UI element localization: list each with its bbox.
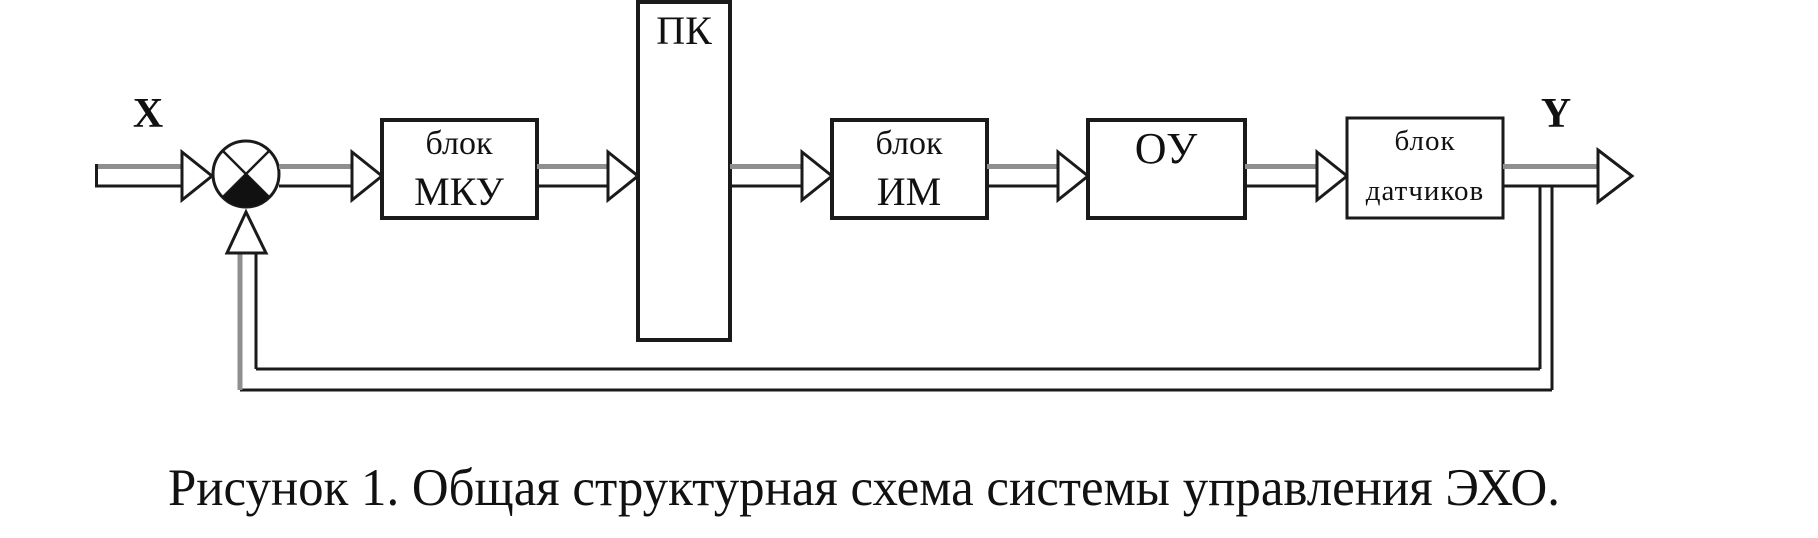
summing-junction <box>211 139 281 209</box>
block-sensors-label-line1: блок <box>1394 125 1455 157</box>
arrow-mku-to-pk <box>537 148 641 204</box>
arrow-head <box>1596 146 1635 206</box>
block-ou: ОУ <box>1086 118 1247 220</box>
block-im: блок ИМ <box>830 118 989 220</box>
block-mku-label-line2: МКУ <box>414 169 504 214</box>
feedback-arrow-head <box>224 208 269 255</box>
block-ou-box <box>1086 118 1247 220</box>
arrow-head <box>800 148 835 204</box>
block-im-box <box>830 118 989 220</box>
block-sensors: блок датчиков <box>1345 116 1505 220</box>
input-signal-label: X <box>133 91 163 137</box>
arrow-im-to-ou <box>987 148 1091 204</box>
input-arrow <box>95 148 215 204</box>
block-sensors-label-line2: датчиков <box>1366 175 1484 207</box>
arrow-head <box>1056 148 1091 204</box>
block-ou-label: ОУ <box>1135 124 1199 173</box>
feedback-path <box>224 186 1554 392</box>
figure-caption: Рисунок 1. Общая структурная схема систе… <box>168 459 1560 517</box>
block-pk: ПК <box>636 0 732 342</box>
arrow-head <box>180 148 215 204</box>
arrow-head <box>606 148 641 204</box>
block-sensors-box <box>1345 116 1505 220</box>
arrow-head <box>1315 148 1350 204</box>
arrow-head <box>350 148 385 204</box>
output-signal-label: Y <box>1541 91 1571 137</box>
block-pk-box <box>636 0 732 342</box>
summing-junction-filled-quadrant <box>222 174 270 207</box>
block-mku-box <box>380 118 539 220</box>
block-im-label-line2: ИМ <box>877 169 941 214</box>
arrow-sum-to-mku <box>279 148 385 204</box>
block-pk-label: ПК <box>656 8 712 53</box>
block-mku: блок МКУ <box>380 118 539 220</box>
block-im-label-line1: блок <box>876 125 943 162</box>
block-mku-label-line1: блок <box>426 125 493 162</box>
arrow-ou-to-sensors <box>1245 148 1350 204</box>
arrow-pk-to-im <box>730 148 835 204</box>
